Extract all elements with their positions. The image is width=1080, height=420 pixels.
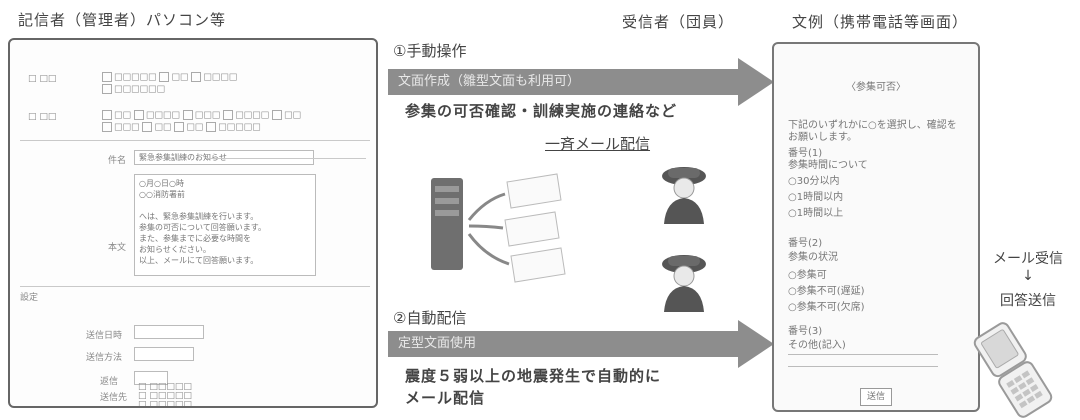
firefighter-icon — [662, 167, 706, 224]
phone-line: 参集時間について — [788, 160, 868, 171]
manual-note: 参集の可否確認・訓練実施の連絡など — [405, 102, 678, 120]
auto-note-line1: 震度５弱以上の地震発生で自動的に — [405, 367, 662, 385]
step-auto-label: ②自動配信 — [393, 309, 467, 327]
method-field[interactable] — [134, 347, 194, 361]
dest-label: 送信先 — [100, 393, 128, 403]
form-row-marker: □ □□ — [28, 112, 57, 122]
arrow-head — [738, 58, 774, 106]
phone-input[interactable]: その他(記入) — [788, 340, 846, 351]
reply-send-button[interactable]: 送信 — [860, 388, 892, 406]
phone-option[interactable]: ○参集不可(遅延) — [788, 286, 865, 297]
option-checkboxes-1: □□□□□ □□ □□□□ — [102, 72, 237, 83]
subject-field[interactable]: 緊急参集訓練のお知らせ — [134, 150, 314, 165]
dest-list: □ □□□□□□ □□□□□□ □□□□□ — [138, 382, 192, 408]
phone-line: 番号(3) — [788, 326, 823, 337]
reply-label: 返信 — [100, 377, 119, 387]
receiver-header: 受信者（団員） — [622, 13, 735, 31]
phone-line: お願いします。 — [788, 132, 857, 143]
broadcast-arrows — [467, 192, 510, 266]
method-label: 送信方法 — [86, 353, 123, 363]
settings-label: 設定 — [20, 293, 39, 303]
body-label: 本文 — [108, 243, 127, 253]
phone-line: 番号(1) — [788, 148, 823, 159]
auto-arrow-text: 定型文面使用 — [398, 336, 477, 351]
auto-note-line2: メール配信 — [405, 389, 486, 407]
manual-arrow-text: 文面作成（雛型文面も利用可） — [398, 74, 581, 89]
option-checkboxes-3: □□□ □□ □□ □□□□□ — [102, 122, 261, 133]
arrow-shaft: 定型文面使用 — [388, 331, 740, 357]
divider — [20, 286, 370, 287]
sendtime-field[interactable] — [134, 325, 204, 339]
phone-option[interactable]: ○参集不可(欠席) — [788, 302, 865, 313]
sendtime-label: 送信日時 — [86, 331, 123, 341]
flip-phone-icon — [973, 322, 1053, 418]
bulk-mail-label: 一斉メール配信 — [545, 135, 651, 153]
sender-header: 記信者（管理者）パソコン等 — [18, 11, 227, 29]
divider — [788, 366, 938, 367]
option-checkboxes-2: □□ □□□□ □□□ □□□□ □□ — [102, 110, 301, 121]
receive-label: メール受信 — [993, 251, 1063, 267]
reply-label: 回答送信 — [1000, 293, 1056, 309]
phone-option[interactable]: ○1時間以内 — [788, 192, 844, 203]
subject-label: 件名 — [108, 156, 127, 166]
sender-pc-window: □ □□ □□□□□ □□ □□□□ □□□□□□ □ □□ □□ □□□□ □… — [8, 38, 378, 408]
example-header: 文例（携帯電話等画面） — [792, 13, 969, 31]
mail-envelope-icon — [504, 173, 566, 283]
body-textarea[interactable]: ○月○日○時 ○○消防署前 へは、緊急参集訓練を行います。 参集の可否について回… — [134, 174, 316, 276]
divider — [20, 140, 370, 141]
arrow-head — [738, 320, 774, 368]
phone-line: 参集の状況 — [788, 252, 838, 263]
divider — [788, 354, 938, 355]
option-note-1: □□□□□□ — [102, 84, 165, 95]
phone-line: 下記のいずれかに○を選択し、確認を — [788, 120, 957, 131]
divider — [206, 158, 366, 159]
phone-option[interactable]: ○30分以内 — [788, 176, 840, 187]
step-manual-label: ①手動操作 — [393, 42, 467, 60]
phone-line: 番号(2) — [788, 238, 823, 249]
phone-screen-example: 〈参集可否〉 下記のいずれかに○を選択し、確認を お願いします。 番号(1) 参… — [772, 42, 980, 412]
mail-server-illustration — [431, 173, 566, 283]
phone-option[interactable]: ○参集可 — [788, 270, 827, 281]
phone-option[interactable]: ○1時間以上 — [788, 208, 844, 219]
firefighter-icon — [662, 255, 706, 312]
form-row-marker: □ □□ — [28, 74, 57, 84]
auto-flow-arrow: 定型文面使用 — [388, 320, 774, 368]
down-arrow-icon: ↓ — [1022, 268, 1034, 284]
arrow-shaft: 文面作成（雛型文面も利用可） — [388, 69, 740, 95]
reply-field[interactable] — [134, 371, 168, 385]
phone-title: 〈参集可否〉 — [846, 82, 906, 93]
manual-flow-arrow: 文面作成（雛型文面も利用可） — [388, 58, 774, 106]
